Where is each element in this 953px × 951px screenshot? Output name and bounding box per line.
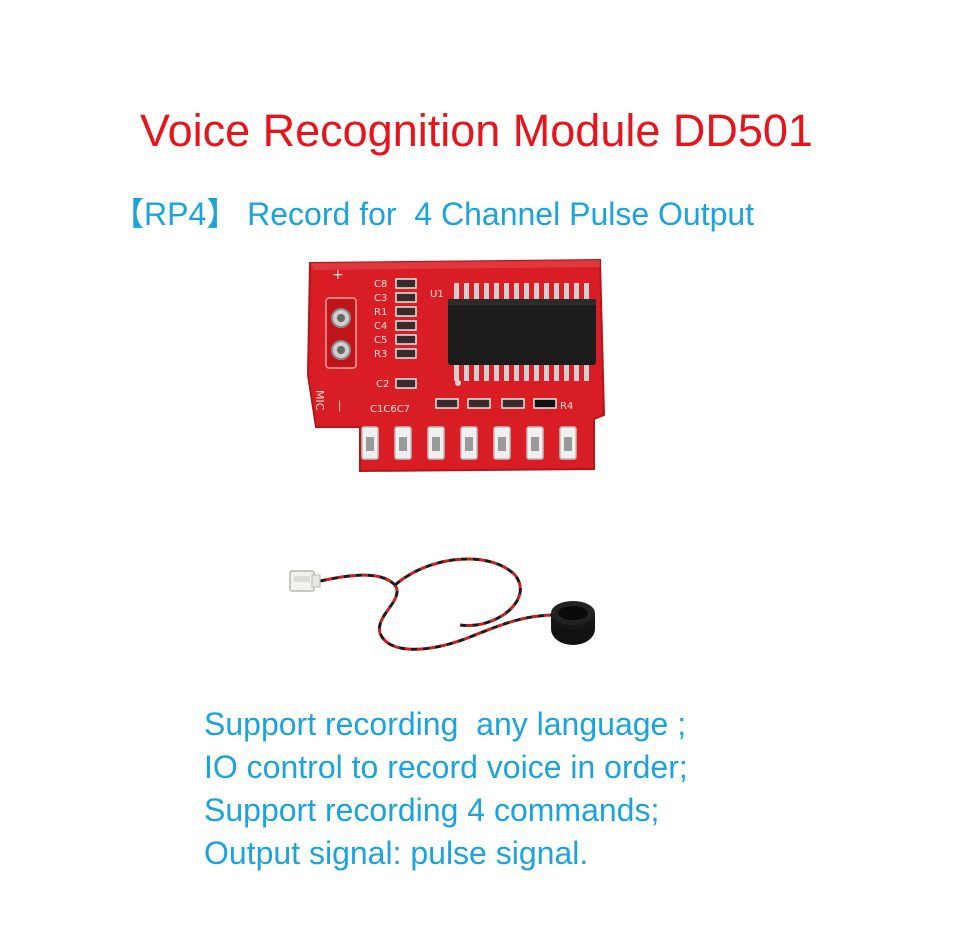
feature-item: Support recording 4 commands; (204, 792, 660, 828)
silk-c2: C2 (376, 379, 389, 390)
silk-label-c4: C4 (374, 321, 387, 332)
feature-list: Support recording any language ; IO cont… (204, 703, 688, 875)
silk-label-c8: C8 (374, 279, 387, 290)
silk-plus: + (332, 267, 344, 283)
wire-red (319, 573, 559, 651)
silk-mic: MIC (313, 390, 326, 411)
silk-label-r1: R1 (374, 307, 387, 318)
wire-black (319, 573, 559, 651)
silk-c1c6c7: C1C6C7 (370, 404, 410, 415)
silk-r4: R4 (560, 401, 573, 412)
microphone-cable-icon (289, 557, 595, 651)
feature-item: Support recording any language ; (204, 706, 687, 742)
microphone-image (280, 545, 610, 680)
page-subtitle: 【RP4】 Record for 4 Channel Pulse Output (112, 196, 755, 232)
silk-u1: U1 (430, 289, 444, 300)
feature-item: Output signal: pulse signal. (204, 835, 589, 871)
page-title: Voice Recognition Module DD501 (140, 105, 813, 156)
ic-chip (448, 299, 596, 365)
silk-label-c5: C5 (374, 335, 387, 346)
silk-minus: — (333, 400, 347, 412)
silk-label-c3: C3 (374, 293, 387, 304)
silk-label-r3: R3 (374, 349, 387, 360)
feature-item: IO control to record voice in order; (204, 749, 688, 785)
